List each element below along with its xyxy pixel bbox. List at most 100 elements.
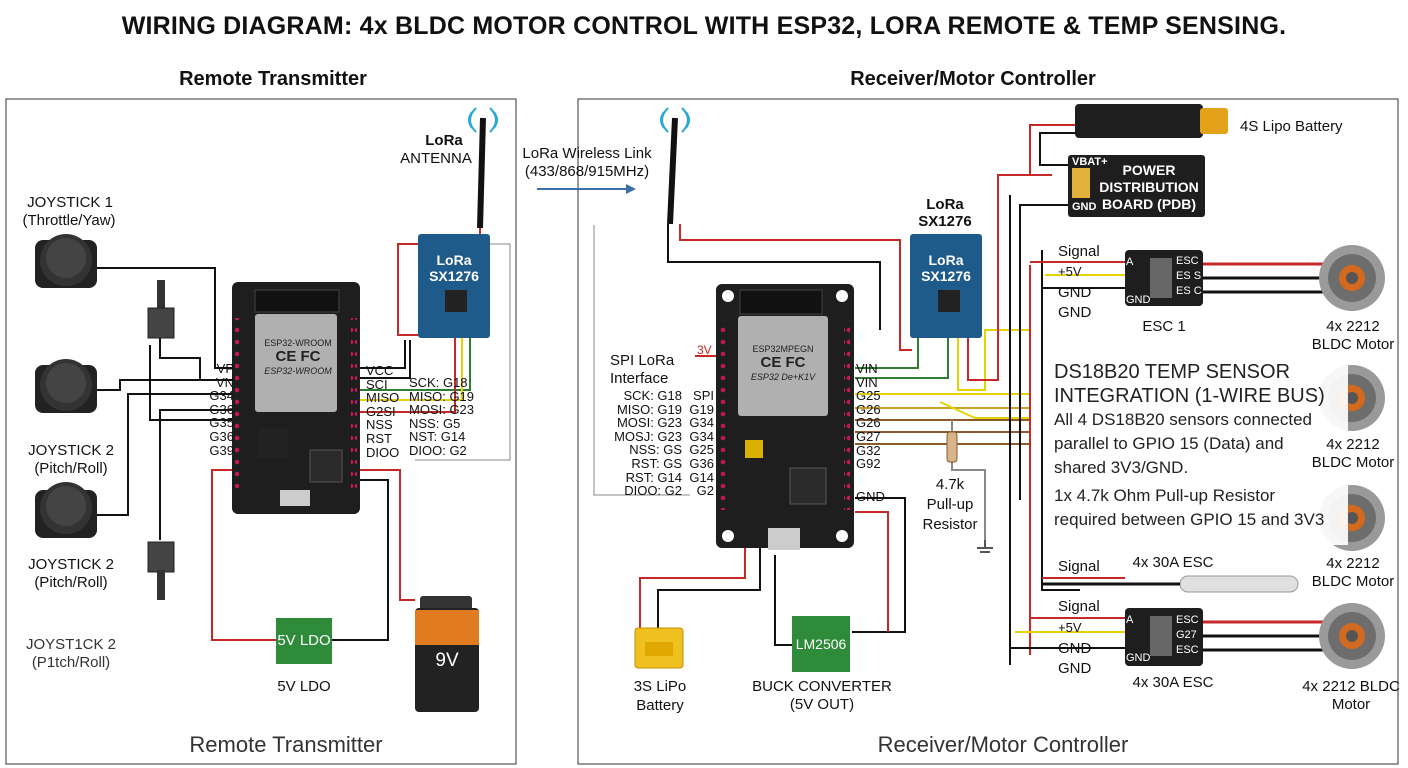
esc2-caption: 4x 30A ESC	[1132, 674, 1214, 691]
battery-9v	[415, 596, 479, 712]
temp-note-b3: shared 3V3/GND.	[1054, 458, 1189, 477]
esp-text-line: ESP32-WROOM	[264, 338, 332, 348]
receiver-wires	[593, 124, 1330, 665]
lora-pin: NSS	[366, 417, 393, 433]
temp-note-b5: required between GPIO 15 and 3V3	[1054, 510, 1325, 529]
spi-title-2: Interface	[610, 370, 669, 387]
receiver-esp-module-text: ESP32MPEGN CE FC ESP32 De+K1V	[738, 342, 828, 384]
receiver-esp-right-pins: VIN VIN G25 G26 G26 G27 G32 G92	[856, 362, 886, 471]
buck-caption-2: (5V OUT)	[789, 696, 855, 713]
esp-right-pin: G25	[856, 388, 881, 404]
receiver-lora-label-2: SX1276	[918, 213, 972, 230]
temp-sensor-note: DS18B20 TEMP SENSOR INTEGRATION (1-WIRE …	[1054, 360, 1354, 532]
pdb-vbat-label: VBAT+	[1072, 156, 1108, 168]
receiver-heading: Receiver/Motor Controller	[850, 68, 1096, 90]
pdb-title: POWER DISTRIBUTION BOARD (PDB)	[1094, 162, 1204, 213]
esp-pin: VN	[215, 374, 234, 390]
joystick-2b	[35, 482, 97, 538]
joystick-2c-title: JOYST1CK 2	[25, 636, 117, 653]
pullup-label-3: Resistor	[922, 516, 978, 533]
remote-lora-pin-labels: VCC SCI MISO G2SI NSS RST DIOO	[366, 364, 406, 459]
remote-lora-chip-label: LoRa SX1276	[418, 252, 490, 284]
remote-antenna-label: ANTENNA	[400, 150, 472, 167]
remote-wires	[92, 228, 511, 641]
esp-right-pin: VIN	[856, 361, 878, 376]
esc1-caption: ESC 1	[1142, 318, 1186, 335]
spi-left-pin: MISO: G19	[616, 401, 682, 417]
pullup-label-1: 4.7k	[935, 476, 965, 493]
chip-line: SX1276	[921, 268, 971, 284]
esp-right-pin: G27	[856, 428, 881, 444]
joystick-1-title: JOYSTICK 1	[27, 194, 113, 211]
motor-4-label-1: 4x 2212 BLDC	[1302, 678, 1400, 695]
spi-pin: SCK: G18	[409, 375, 468, 390]
spi-pin: NSS: G5	[409, 415, 461, 431]
temp-note-b4: 1x 4.7k Ohm Pull-up Resistor	[1054, 486, 1276, 505]
lora-pin: VCC	[366, 363, 394, 378]
link-label-2: (433/868/915MHz)	[524, 163, 650, 180]
esp-pin: G36	[209, 428, 234, 444]
lora-pin: G2SI	[366, 403, 396, 419]
battery-3s-label-2: Battery	[636, 697, 684, 714]
remote-esp32-board	[232, 282, 360, 514]
esc-out: ESC	[1176, 255, 1199, 267]
esc2-5v-label: +5V	[1058, 620, 1082, 635]
spi-right-pin: G34	[689, 428, 714, 444]
remote-footer: Remote Transmitter	[189, 732, 383, 757]
esc1-gnd-pin: GND	[1126, 294, 1151, 306]
esp-right-pin: G32	[856, 442, 881, 458]
esc2-gnd1-label: GND	[1058, 640, 1092, 657]
pdb-line: BOARD (PDB)	[1101, 196, 1197, 212]
spi-left-pin: DIOO: G2	[624, 483, 682, 499]
battery-9v-label: 9V	[435, 650, 459, 671]
spi-right-pin: G19	[689, 401, 714, 417]
remote-ldo	[276, 618, 332, 664]
joystick-2a-sub: (Pitch/Roll)	[34, 460, 108, 477]
esp-text-line: ESP32-WROOM	[264, 366, 332, 376]
motor-3-label-2: BLDC Motor	[1311, 573, 1395, 590]
battery-4s-label: 4S Lipo Battery	[1240, 118, 1343, 135]
esc-out: ES S	[1176, 270, 1202, 282]
battery-4s	[1075, 104, 1228, 138]
esc2-gnd2-label: GND	[1058, 660, 1092, 677]
joystick-2a	[35, 359, 97, 413]
motor-1-label-2: BLDC Motor	[1311, 336, 1395, 353]
pdb-line: POWER	[1122, 162, 1176, 178]
motor-3-label-1: 4x 2212	[1326, 555, 1380, 572]
spi-left-pin: SCK: G18	[623, 388, 682, 403]
receiver-spi-left-labels: SCK: G18 MISO: G19 MOSI: G23 MOSJ: G23 N…	[598, 389, 682, 498]
joystick-2b-knob-label: VRx	[53, 535, 79, 550]
lora-pin: RST	[366, 430, 392, 446]
pdb-line: DISTRIBUTION	[1099, 179, 1199, 195]
spi-right-pin: G34	[689, 415, 714, 431]
potentiometer-2	[147, 541, 175, 600]
receiver-gnd-pin-label: GND	[856, 490, 885, 504]
esp-pin: G39	[209, 442, 234, 458]
esp-text-line: ESP32MPEGN	[752, 344, 814, 354]
receiver-panel	[577, 98, 1399, 765]
spi-right-pin: G36	[689, 455, 714, 471]
esc-mid-signal: Signal	[1058, 558, 1100, 575]
esc1-gnd2-label: GND	[1058, 304, 1092, 321]
remote-panel	[5, 98, 517, 765]
temp-note-b2: parallel to GPIO 15 (Data) and	[1054, 434, 1284, 453]
buck-converter	[792, 616, 850, 672]
lora-pin: DIOO	[366, 444, 400, 460]
pullup-label-2: Pull-up	[926, 496, 974, 513]
esc2-signal-label: Signal	[1058, 598, 1100, 615]
spi-pin: MISO: G19	[409, 388, 475, 404]
remote-esp-module-text: ESP32-WROOM CE FC ESP32-WROOM	[258, 336, 338, 378]
remote-esp-pin-labels: VP VN G34 G36 G35 G36 G39	[204, 362, 234, 457]
receiver-esp32-board	[716, 284, 854, 550]
esp-pin: G34	[209, 388, 234, 404]
receiver-lora-chip-label: LoRa SX1276	[910, 252, 982, 284]
remote-lora-label: LoRa	[425, 132, 463, 149]
lora-pin: MISO	[366, 390, 400, 406]
esp-right-pin: G26	[856, 401, 881, 417]
chip-line: LoRa	[436, 252, 472, 268]
lora-pin: SCI	[366, 376, 388, 392]
spi-left-pin: MOSI: G23	[616, 415, 682, 431]
receiver-spi-right-labels: SPI G19 G34 G34 G25 G36 G14 G2	[686, 389, 714, 498]
esc-2	[1125, 608, 1203, 666]
